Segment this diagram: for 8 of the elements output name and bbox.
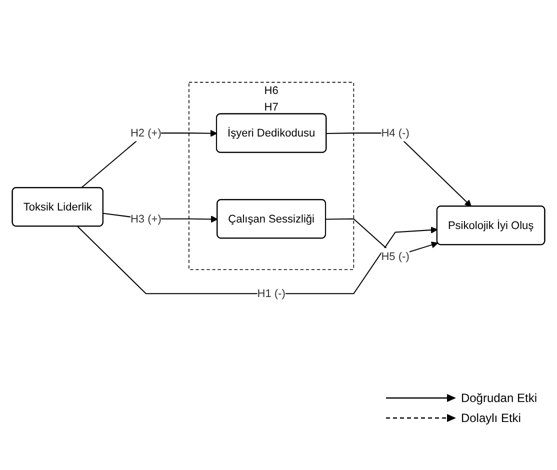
edge-label: H4 (-) (381, 126, 410, 140)
arrow (77, 226, 438, 295)
edge-label: H2 (+) (130, 126, 162, 140)
legend-text: Doğrudan Etki (460, 391, 537, 405)
edge-label: H1 (-) (257, 287, 286, 300)
legend-text: Dolaylı Etki (460, 411, 521, 425)
edge-label: H3 (+) (130, 212, 162, 226)
edge-label: H5 (-) (381, 250, 410, 263)
